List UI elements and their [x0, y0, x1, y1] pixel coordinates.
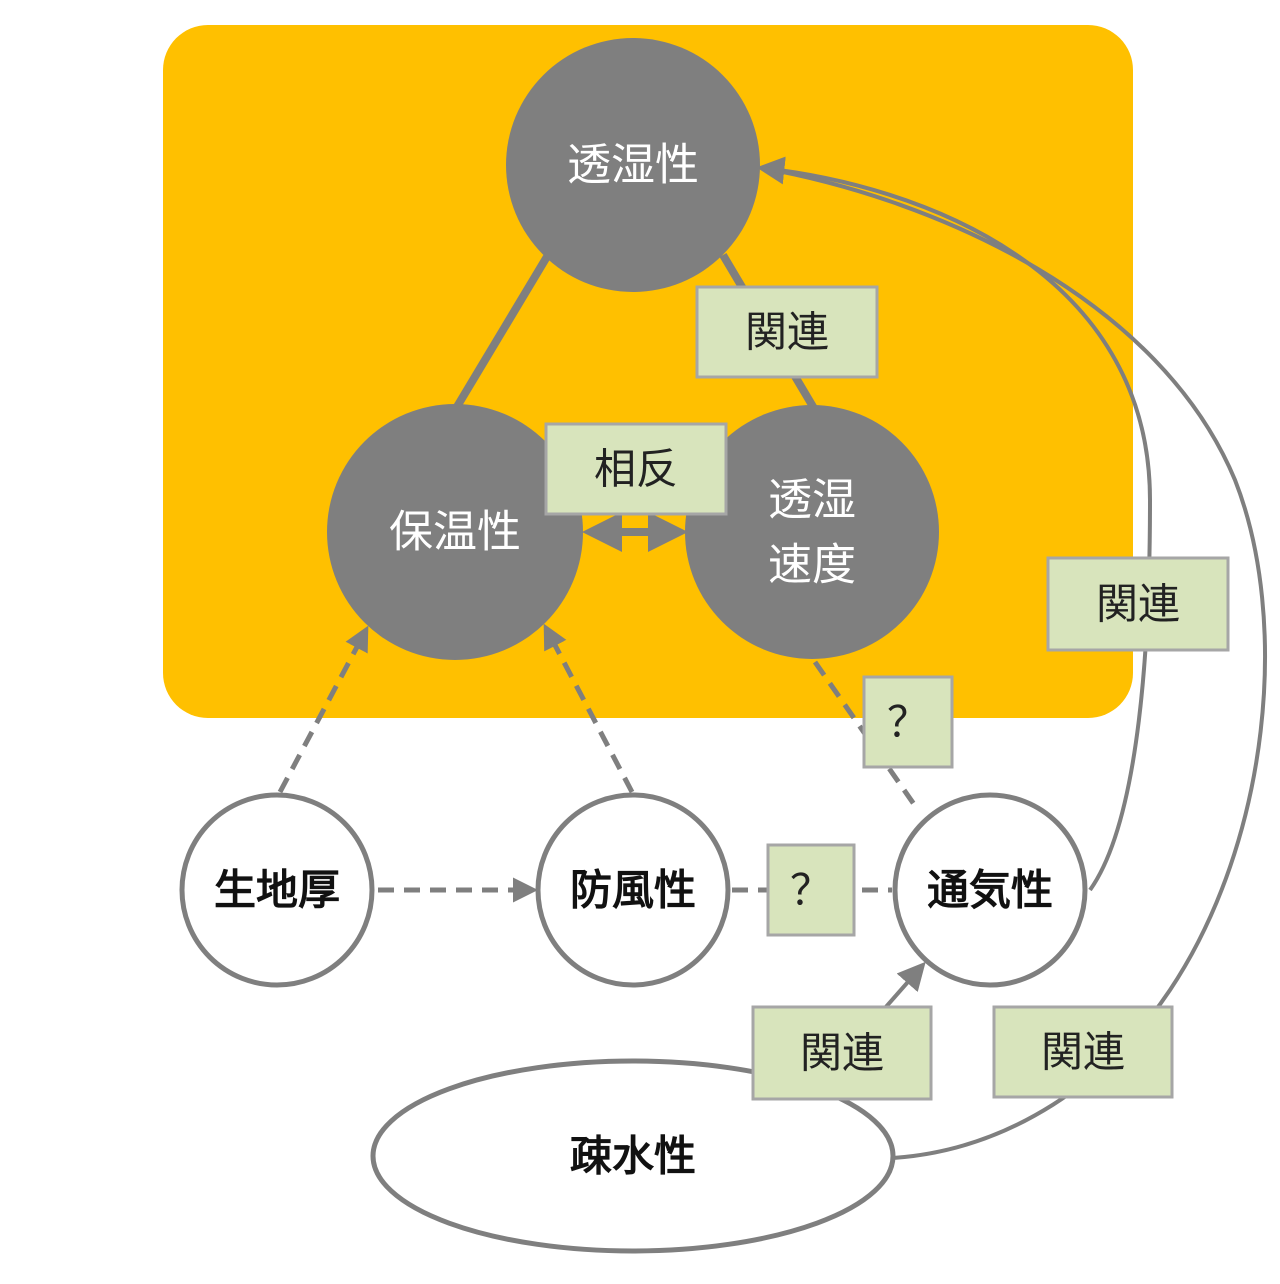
- edge-breath-permeability: [756, 156, 1153, 892]
- edge-label-breath-permeability: 関連: [1046, 556, 1230, 652]
- edge-label-wind-breath: ？: [766, 843, 856, 937]
- edge-label-text: 関連: [745, 308, 829, 357]
- node-windproof: 防風性: [535, 792, 731, 988]
- node-heat-retention: 保温性: [327, 404, 583, 660]
- edge-repellency-breath: [883, 961, 926, 1010]
- node-label: 速度: [768, 540, 856, 591]
- node-moisture-speed: 透湿 速度: [685, 405, 939, 659]
- edge-label-text: ？: [887, 698, 929, 747]
- edge-label-repellency-breath: 関連: [751, 1005, 933, 1101]
- edge-label-text: 関連: [800, 1029, 884, 1078]
- node-label: 防風性: [570, 866, 696, 915]
- edge-label-text: 関連: [1041, 1028, 1125, 1077]
- edge-permeability-heat: [451, 252, 552, 413]
- node-label: 透湿性: [567, 140, 699, 191]
- node-label: 生地厚: [214, 866, 340, 915]
- edge-label-heat-speed: 相反: [544, 422, 728, 516]
- node-fabric-thickness: 生地厚: [179, 792, 375, 988]
- node-label: 透湿: [768, 475, 856, 526]
- node-breathability: 通気性: [892, 792, 1088, 988]
- edge-label-text: 関連: [1096, 580, 1180, 629]
- edge-label-text: 相反: [594, 445, 678, 494]
- node-moisture-permeability: 透湿性: [506, 38, 760, 292]
- node-label: 疎水性: [570, 1132, 696, 1181]
- edge-thickness-heat: [277, 625, 369, 794]
- edge-label-permeability-speed: 関連: [695, 285, 879, 379]
- edge-label-repellency-permeability: 関連: [992, 1005, 1174, 1099]
- edge-label-speed-breath: ？: [862, 675, 954, 769]
- edge-wind-heat: [543, 623, 635, 794]
- node-label: 通気性: [927, 866, 1053, 915]
- node-water-repellency: 疎水性: [370, 1058, 896, 1254]
- edge-label-text: ？: [790, 866, 832, 915]
- node-label: 保温性: [389, 507, 521, 558]
